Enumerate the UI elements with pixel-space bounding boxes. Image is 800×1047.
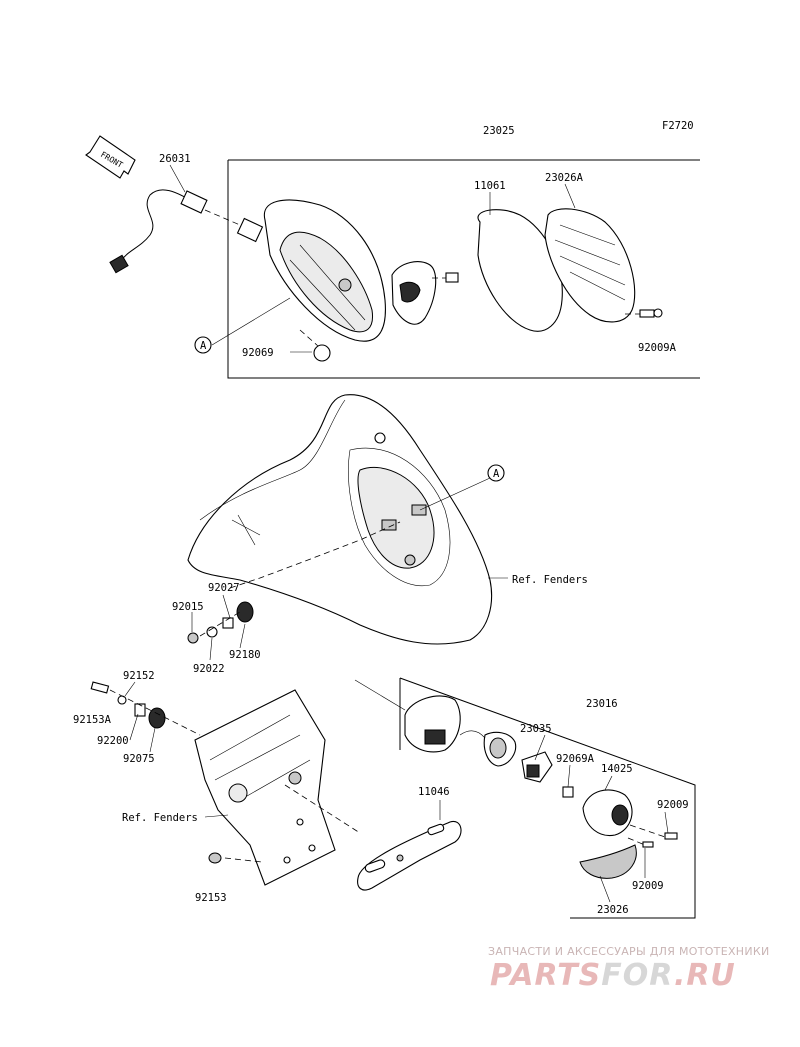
part-92009-a: 92009 [657,799,689,811]
gasket-ring [477,209,563,332]
part-11046: 11046 [418,786,450,798]
fender-fasteners [187,601,254,644]
diagram-code: F2720 [662,120,694,132]
watermark-subtitle: ЗАПЧАСТИ И АКСЕССУАРЫ ДЛЯ МОТОТЕХНИКИ [488,945,770,958]
part-92027: 92027 [208,582,240,594]
part-92069a: 92069A [556,753,595,765]
part-23025: 23025 [483,125,515,137]
license-lamp-assembly [354,677,696,919]
ref-fenders-bottom: Ref. Fenders [122,812,198,824]
part-92015: 92015 [172,601,204,613]
part-92022: 92022 [193,663,225,675]
wire-harness [109,189,264,274]
svg-text:A: A [200,340,207,352]
svg-text:A: A [493,468,500,480]
lens-screw-icon [625,308,663,318]
part-92069: 92069 [242,347,274,359]
part-92075: 92075 [123,753,155,765]
ref-fenders-top: Ref. Fenders [512,574,588,586]
bracket-fasteners [90,681,263,864]
part-92009-b: 92009 [632,880,664,892]
ref-a-marker-top [194,336,212,354]
license-bracket [194,689,361,886]
watermark-brand-ru: .RU [673,958,736,993]
front-arrow-icon: FRONT [85,135,136,179]
part-92009a: 92009A [638,342,677,354]
rear-fender: A [187,394,508,645]
lamp-housing [263,199,386,342]
part-92153a: 92153A [73,714,112,726]
taillight-assembly: FRONT [85,135,700,379]
plate-bracket [357,800,462,891]
part-labels: F2720 23025 26031 11061 23026A 92069 920… [73,120,694,916]
part-23026: 23026 [597,904,629,916]
part-92152: 92152 [123,670,155,682]
part-23016: 23016 [586,698,618,710]
part-92200: 92200 [97,735,129,747]
part-92153: 92153 [195,892,227,904]
part-23026a: 23026A [545,172,584,184]
part-14025: 14025 [601,763,633,775]
lamp-lens [544,208,636,323]
part-92180: 92180 [229,649,261,661]
watermark-brand: PARTSFOR.RU [490,958,736,993]
part-11061: 11061 [474,180,506,192]
part-26031: 26031 [159,153,191,165]
leader-lines [124,164,669,903]
watermark-brand-for: FOR [601,958,674,993]
bulb-socket [391,261,459,325]
ref-a-marker-mid [487,464,505,482]
bulb-icon [299,329,331,362]
watermark-brand-parts: PARTS [490,958,602,993]
part-23035: 23035 [520,723,552,735]
